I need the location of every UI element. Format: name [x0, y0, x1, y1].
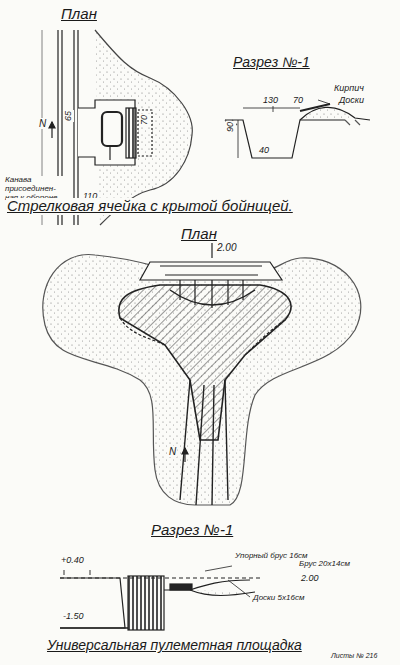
dimension: 65	[64, 110, 74, 122]
material-label: Доски	[338, 96, 365, 106]
drawing-caption: Универсальная пулеметная площадка	[46, 638, 303, 653]
section-title: Разрез №-1	[150, 522, 234, 539]
dimension: 130	[262, 96, 279, 106]
earth-parapet	[43, 255, 361, 505]
section-letter: N	[168, 446, 177, 457]
drawing-caption: Стрелковая ячейка с крытой бойницей.	[6, 198, 294, 215]
emplacement-section	[60, 566, 260, 630]
material-label: Кирпич	[333, 84, 365, 94]
elevation-mark: +0.40	[60, 556, 85, 566]
dimension: 2.00	[216, 242, 237, 253]
dimension: 70	[140, 114, 150, 126]
sheet-number: Листы № 216	[330, 652, 378, 660]
section-marker	[49, 122, 55, 138]
material-label: Доски 5х16см	[252, 594, 305, 603]
cell-section	[225, 100, 370, 158]
dimension: 90	[226, 121, 236, 133]
view-title: План	[60, 6, 98, 23]
dimension: 40	[258, 146, 270, 156]
dimension: 2.00	[300, 574, 320, 584]
view-title: План	[180, 226, 218, 243]
section-title: Разрез №-1	[232, 55, 311, 70]
section-marker	[182, 240, 212, 462]
dimension: 70	[292, 96, 304, 106]
emplacement-plan	[119, 262, 291, 505]
firing-cell-plan	[78, 100, 152, 165]
elevation-mark: -1.50	[62, 612, 85, 622]
section-letter: N	[38, 118, 47, 129]
material-label: Брус 20х14см	[298, 560, 351, 569]
